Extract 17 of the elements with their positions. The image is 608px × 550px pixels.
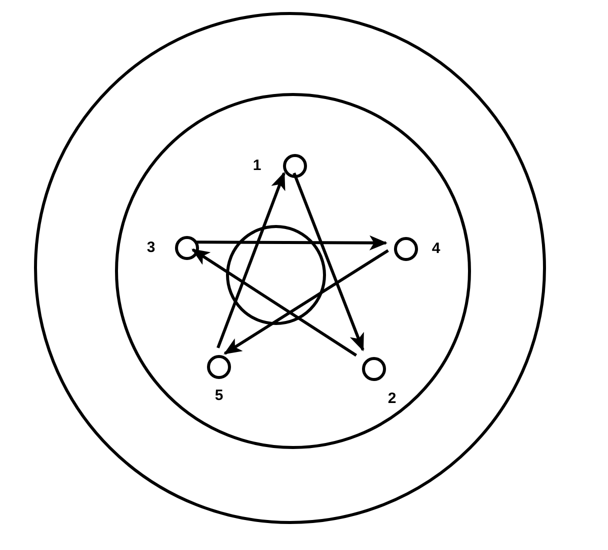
arrow	[292, 172, 364, 352]
arrow	[216, 172, 286, 348]
node-number: 1	[252, 158, 262, 174]
node-circle	[207, 355, 231, 379]
node-circle	[175, 236, 199, 260]
node-circle	[362, 357, 386, 381]
node-number: 2	[386, 391, 398, 407]
arrow	[192, 248, 358, 357]
ring	[34, 12, 546, 524]
ring	[115, 93, 471, 449]
node-number: 5	[214, 388, 224, 404]
arrow	[195, 235, 388, 250]
node-circle	[283, 154, 307, 178]
node-number: 4	[430, 241, 442, 257]
node-number: 3	[146, 240, 156, 256]
arrow	[224, 249, 389, 355]
node-circle	[394, 237, 418, 261]
